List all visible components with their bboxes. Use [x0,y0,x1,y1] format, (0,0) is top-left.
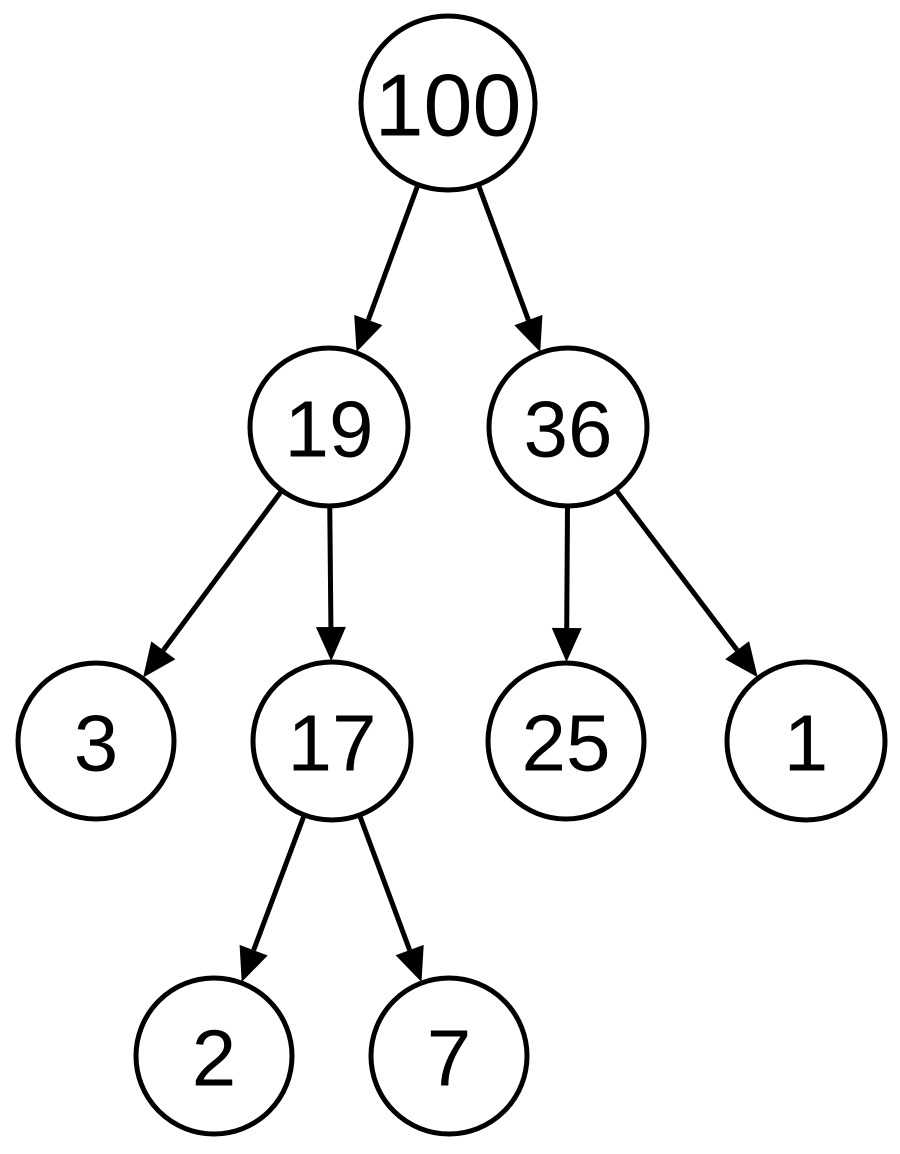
arrowhead-icon [514,314,543,352]
node-label: 19 [285,385,374,474]
tree-node-100[interactable]: 100 [358,13,538,193]
node-circle[interactable] [485,660,647,822]
tree-node-7[interactable]: 7 [368,975,530,1137]
edge-line [614,489,740,652]
node-circle[interactable] [15,660,177,822]
node-circle[interactable] [133,975,295,1137]
edge-line [357,815,412,951]
arrowhead-icon [315,626,346,662]
edge-line [161,489,284,652]
node-circle[interactable] [368,975,530,1137]
node-label: 7 [427,1014,472,1103]
edge-line [251,815,307,952]
edge-100-to-19 [354,184,421,352]
arrowhead-icon [395,944,424,982]
arrowhead-icon [239,944,268,983]
edge-36-to-1 [614,489,758,678]
node-label: 3 [74,699,119,788]
edge-17-to-7 [357,815,424,982]
edge-100-to-36 [476,184,543,352]
edge-19-to-17 [315,506,346,662]
edge-line [476,184,531,321]
node-label: 17 [288,699,377,788]
tree-node-2[interactable]: 2 [133,975,295,1137]
tree-node-19[interactable]: 19 [247,345,411,509]
tree-node-1[interactable]: 1 [724,659,888,823]
edge-line [365,184,421,321]
node-label: 100 [375,56,522,155]
arrowhead-icon [354,314,383,352]
node-label: 25 [522,699,611,788]
edge-line [327,506,334,628]
edge-line [564,506,570,629]
node-label: 2 [192,1014,237,1103]
node-circle[interactable] [358,13,538,193]
edges-layer [143,184,758,983]
arrowhead-icon [143,641,176,678]
tree-node-36[interactable]: 36 [486,345,650,509]
edge-36-to-25 [551,506,582,663]
edge-19-to-3 [143,489,284,678]
edge-17-to-2 [239,815,307,983]
node-circle[interactable] [724,659,888,823]
tree-node-25[interactable]: 25 [485,660,647,822]
node-label: 1 [784,699,829,788]
arrowhead-icon [551,627,582,663]
node-circle[interactable] [486,345,650,509]
nodes-layer: 100 19 36 3 17 25 1 2 7 [15,13,888,1137]
tree-node-17[interactable]: 17 [250,659,414,823]
tree-node-3[interactable]: 3 [15,660,177,822]
node-label: 36 [524,385,613,474]
node-circle[interactable] [247,345,411,509]
arrowhead-icon [725,641,758,678]
node-circle[interactable] [250,659,414,823]
